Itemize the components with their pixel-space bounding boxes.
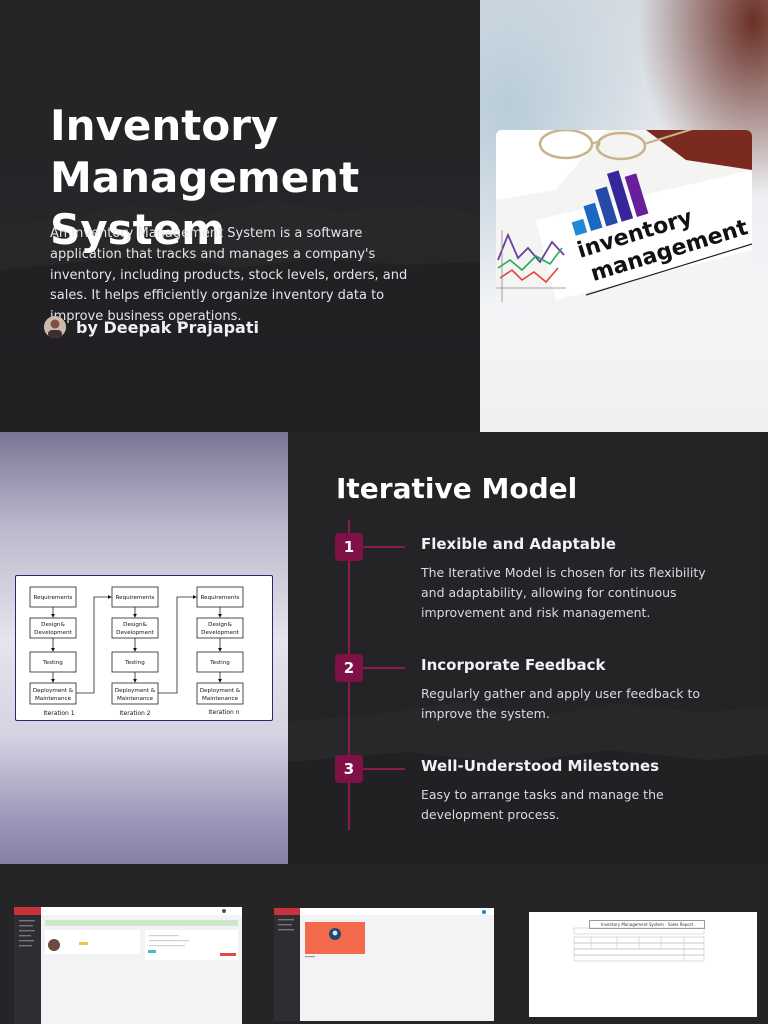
svg-text:Deployment &: Deployment & (200, 688, 241, 694)
diagram-box-testing: Testing (124, 660, 145, 666)
author-name: by Deepak Prajapati (76, 317, 259, 337)
mountain-background (288, 702, 768, 864)
author-byline: by Deepak Prajapati (44, 316, 259, 338)
svg-text:Development: Development (116, 630, 154, 636)
timeline-connector (363, 546, 405, 548)
svg-text:Maintenance: Maintenance (35, 696, 72, 702)
timeline-connector (363, 667, 405, 669)
step-description: The Iterative Model is chosen for its fl… (421, 565, 706, 620)
svg-text:Design&: Design& (123, 622, 147, 628)
step-number-badge: 2 (335, 654, 363, 682)
app-screenshot-dashboard (14, 907, 242, 1024)
title-slide: Inventory Management System An Inventory… (0, 0, 768, 432)
iterative-model-diagram: Requirements Requirements Requirements D… (15, 575, 273, 721)
step-title: Flexible and Adaptable (421, 535, 616, 553)
svg-text:Deployment &: Deployment & (115, 688, 156, 694)
iteration-label: Iteration 2 (119, 710, 150, 717)
page-title: Inventory Management System (50, 101, 360, 254)
step-title: Well-Understood Milestones (421, 757, 660, 775)
step-title: Incorporate Feedback (421, 656, 606, 674)
svg-text:Maintenance: Maintenance (117, 696, 154, 702)
step-description: Regularly gather and apply user feedback… (421, 686, 701, 721)
step-number-badge: 3 (335, 755, 363, 783)
step-number-badge: 1 (335, 533, 363, 561)
step-description: Easy to arrange tasks and manage the dev… (421, 787, 664, 822)
section-heading: Iterative Model (336, 472, 578, 505)
svg-text:Development: Development (34, 630, 72, 636)
diagram-box-testing: Testing (209, 660, 230, 666)
inventory-management-image: inventory management (496, 130, 752, 302)
diagram-box-testing: Testing (42, 660, 63, 666)
mountain-background (0, 200, 480, 432)
iterative-model-slide: Requirements Requirements Requirements D… (0, 432, 768, 864)
diagram-box-requirements: Requirements (34, 595, 73, 601)
avatar (44, 316, 66, 338)
iteration-label: Iteration n (208, 709, 239, 716)
svg-text:Design&: Design& (41, 622, 65, 628)
iteration-label: Iteration 1 (43, 710, 74, 717)
screenshots-slide: Inventory Management System - Sales Repo… (0, 864, 768, 1024)
timeline-connector (363, 768, 405, 770)
app-screenshot-sales-report: Inventory Management System - Sales Repo… (529, 912, 757, 1017)
svg-text:Development: Development (201, 630, 239, 636)
svg-text:Deployment &: Deployment & (33, 688, 74, 694)
diagram-box-requirements: Requirements (201, 595, 240, 601)
app-screenshot-profile (274, 908, 494, 1021)
diagram-box-requirements: Requirements (116, 595, 155, 601)
intro-description: An Inventory Management System is a soft… (50, 226, 408, 325)
svg-text:Maintenance: Maintenance (202, 696, 239, 702)
report-title: Inventory Management System - Sales Repo… (589, 920, 705, 929)
svg-text:Design&: Design& (208, 622, 232, 628)
